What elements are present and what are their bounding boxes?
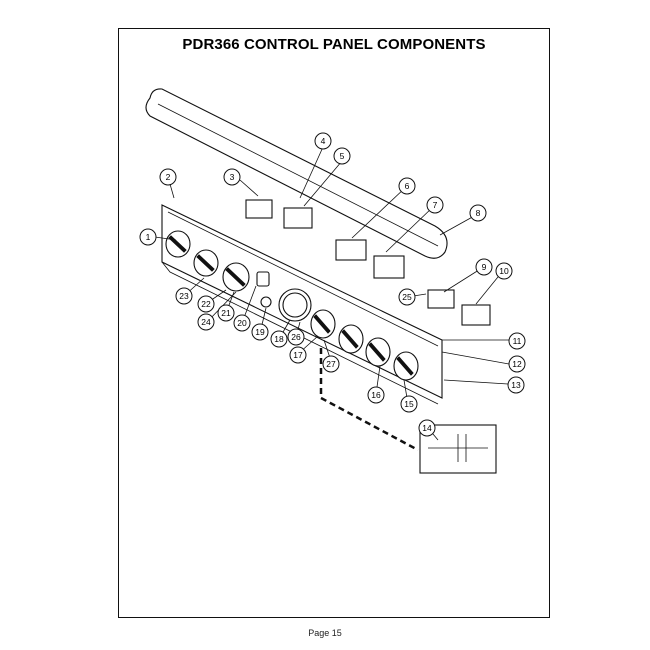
callout-4: 4 — [314, 132, 332, 150]
svg-text:9: 9 — [482, 262, 487, 272]
clock-dial — [278, 288, 312, 322]
callout-22: 22 — [197, 295, 215, 313]
callout-3: 3 — [223, 168, 241, 186]
callout-17: 17 — [289, 346, 307, 364]
callout-10: 10 — [495, 262, 513, 280]
callout-26: 26 — [287, 328, 305, 346]
callout-7: 7 — [426, 196, 444, 214]
diagram-title: PDR366 CONTROL PANEL COMPONENTS — [182, 36, 486, 53]
svg-text:8: 8 — [476, 208, 481, 218]
svg-text:25: 25 — [402, 292, 412, 302]
callout-20: 20 — [233, 314, 251, 332]
valve-brackets — [245, 199, 491, 326]
svg-text:19: 19 — [255, 327, 265, 337]
svg-text:13: 13 — [511, 380, 521, 390]
svg-text:12: 12 — [512, 359, 522, 369]
callout-18: 18 — [270, 330, 288, 348]
callout-16: 16 — [367, 386, 385, 404]
svg-text:4: 4 — [321, 136, 326, 146]
page-number: Page 15 — [308, 628, 342, 638]
svg-text:3: 3 — [230, 172, 235, 182]
callout-9: 9 — [475, 258, 493, 276]
svg-text:18: 18 — [274, 334, 284, 344]
switches — [256, 271, 272, 308]
callout-27: 27 — [322, 355, 340, 373]
callout-2: 2 — [159, 168, 177, 186]
callout-23: 23 — [175, 287, 193, 305]
page-border — [118, 28, 550, 618]
svg-text:14: 14 — [422, 423, 432, 433]
svg-text:10: 10 — [499, 266, 509, 276]
callout-14: 14 — [418, 419, 436, 437]
svg-text:21: 21 — [221, 308, 231, 318]
svg-text:26: 26 — [291, 332, 301, 342]
callout-1: 1 — [139, 228, 157, 246]
svg-text:2: 2 — [166, 172, 171, 182]
callout-13: 13 — [507, 376, 525, 394]
svg-text:23: 23 — [179, 291, 189, 301]
svg-text:27: 27 — [326, 359, 336, 369]
svg-text:11: 11 — [513, 336, 522, 346]
callout-15: 15 — [400, 395, 418, 413]
svg-text:7: 7 — [433, 200, 438, 210]
svg-text:24: 24 — [201, 317, 211, 327]
svg-text:5: 5 — [340, 151, 345, 161]
trim-bar — [145, 88, 448, 259]
svg-text:16: 16 — [371, 390, 381, 400]
svg-text:6: 6 — [405, 181, 410, 191]
callout-21: 21 — [217, 304, 235, 322]
callout-6: 6 — [398, 177, 416, 195]
callout-25: 25 — [398, 288, 416, 306]
svg-text:22: 22 — [201, 299, 211, 309]
svg-text:15: 15 — [404, 399, 414, 409]
callout-12: 12 — [508, 355, 526, 373]
callout-24: 24 — [197, 313, 215, 331]
svg-text:17: 17 — [293, 350, 303, 360]
callout-5: 5 — [333, 147, 351, 165]
detail-leader — [319, 348, 419, 452]
svg-text:1: 1 — [146, 232, 151, 242]
callout-8: 8 — [469, 204, 487, 222]
callout-11: 11 — [508, 332, 526, 350]
knob-group-right — [310, 309, 419, 381]
svg-text:20: 20 — [237, 318, 247, 328]
callout-19: 19 — [251, 323, 269, 341]
